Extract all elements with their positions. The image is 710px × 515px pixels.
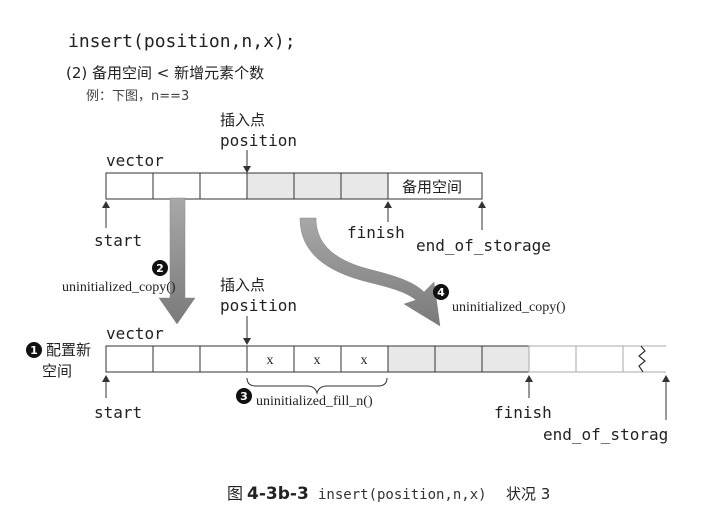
bottom-cell-10 (528, 345, 577, 373)
bottom-finish-label: finish (494, 403, 552, 422)
top-cell-5 (293, 172, 342, 200)
caption-prefix: 图 (227, 484, 243, 503)
top-spare-area (387, 172, 483, 200)
bottom-vector-label: vector (106, 324, 164, 343)
bottom-start-label: start (94, 403, 142, 422)
figure-caption: 图 4-3b-3 insert(position,n,x) 状况 3 (227, 484, 550, 504)
bottom-position-label: position (220, 296, 297, 315)
bottom-vector: 插入点 position vector 1 配置新 空间 x x x (26, 276, 670, 444)
bottom-cell-1 (105, 345, 154, 373)
step-1-label: 配置新 (46, 341, 91, 359)
top-cell-1 (105, 172, 154, 200)
bottom-cell-4 (246, 345, 295, 373)
bottom-cell-5 (293, 345, 342, 373)
top-insert-point-label: 插入点 (220, 111, 265, 129)
bottom-finish-arrowhead (525, 375, 533, 382)
step-2-marker: 2 uninitialized_copy() (62, 260, 176, 295)
copy-arrow-right (299, 217, 441, 327)
bottom-eos-arrowhead (662, 375, 670, 382)
bottom-cell-2 (152, 345, 201, 373)
example-line: 例：下图，n==3 (86, 89, 189, 104)
bottom-cell-9 (481, 345, 530, 373)
top-start-label: start (94, 231, 142, 250)
caption-suffix: 状况 3 (506, 485, 550, 503)
top-cell-3 (199, 172, 248, 200)
step-3-badge (236, 388, 252, 404)
bottom-cell-6 (340, 345, 389, 373)
step-2-number: 2 (156, 262, 164, 275)
top-position-label: position (220, 131, 297, 150)
bottom-start-arrowhead (102, 375, 110, 382)
bottom-position-arrowhead (243, 338, 251, 345)
top-cell-4 (246, 172, 295, 200)
bottom-eos-label: end_of_storag (543, 425, 668, 444)
code-line: insert(position,n,x); (68, 31, 296, 52)
step-1-badge (26, 342, 42, 358)
copy-arrow-left (158, 197, 196, 325)
bottom-cell-12-open (623, 345, 666, 373)
case-line: (2) 备用空间 < 新增元素个数 (66, 64, 264, 82)
bottom-insert-point-label: 插入点 (220, 276, 265, 294)
bottom-cell-11 (575, 345, 624, 373)
top-vector-label: vector (106, 151, 164, 170)
top-cell-2 (152, 172, 201, 200)
step-1-label-line2: 空间 (42, 362, 72, 380)
top-position-arrowhead (243, 166, 251, 173)
step-4-badge (433, 284, 449, 300)
step-3-marker: 3 uninitialized_fill_n() (236, 388, 373, 409)
bottom-cell-8 (434, 345, 483, 373)
bottom-x-1: x (267, 353, 274, 368)
top-spare-label: 备用空间 (402, 178, 462, 196)
step-4-label: uninitialized_copy() (452, 300, 566, 315)
top-eos-label: end_of_storage (416, 236, 551, 255)
top-vector: 插入点 position vector 备用空间 start finish en… (94, 111, 551, 255)
top-eos-arrowhead (478, 201, 486, 208)
bottom-x-2: x (314, 353, 321, 368)
top-finish-label: finish (347, 223, 405, 242)
bottom-x-3: x (361, 353, 368, 368)
step-2-label: uninitialized_copy() (62, 280, 176, 295)
caption-code: insert(position,n,x) (318, 487, 487, 503)
step-1-number: 1 (30, 344, 38, 357)
step-2-badge (152, 260, 168, 276)
fill-brace (246, 377, 388, 395)
bottom-cell-3 (199, 345, 248, 373)
top-start-arrowhead (102, 201, 110, 208)
break-squiggle (638, 345, 646, 373)
bottom-cell-7 (387, 345, 436, 373)
top-finish-arrowhead (384, 201, 392, 208)
step-3-number: 3 (240, 390, 248, 403)
caption-number: 4-3b-3 (247, 484, 309, 504)
step-4-number: 4 (437, 286, 445, 299)
step-1-marker: 1 配置新 空间 (26, 341, 91, 380)
step-3-label: uninitialized_fill_n() (256, 394, 373, 409)
top-cell-6 (340, 172, 389, 200)
step-4-marker: 4 uninitialized_copy() (433, 284, 566, 315)
